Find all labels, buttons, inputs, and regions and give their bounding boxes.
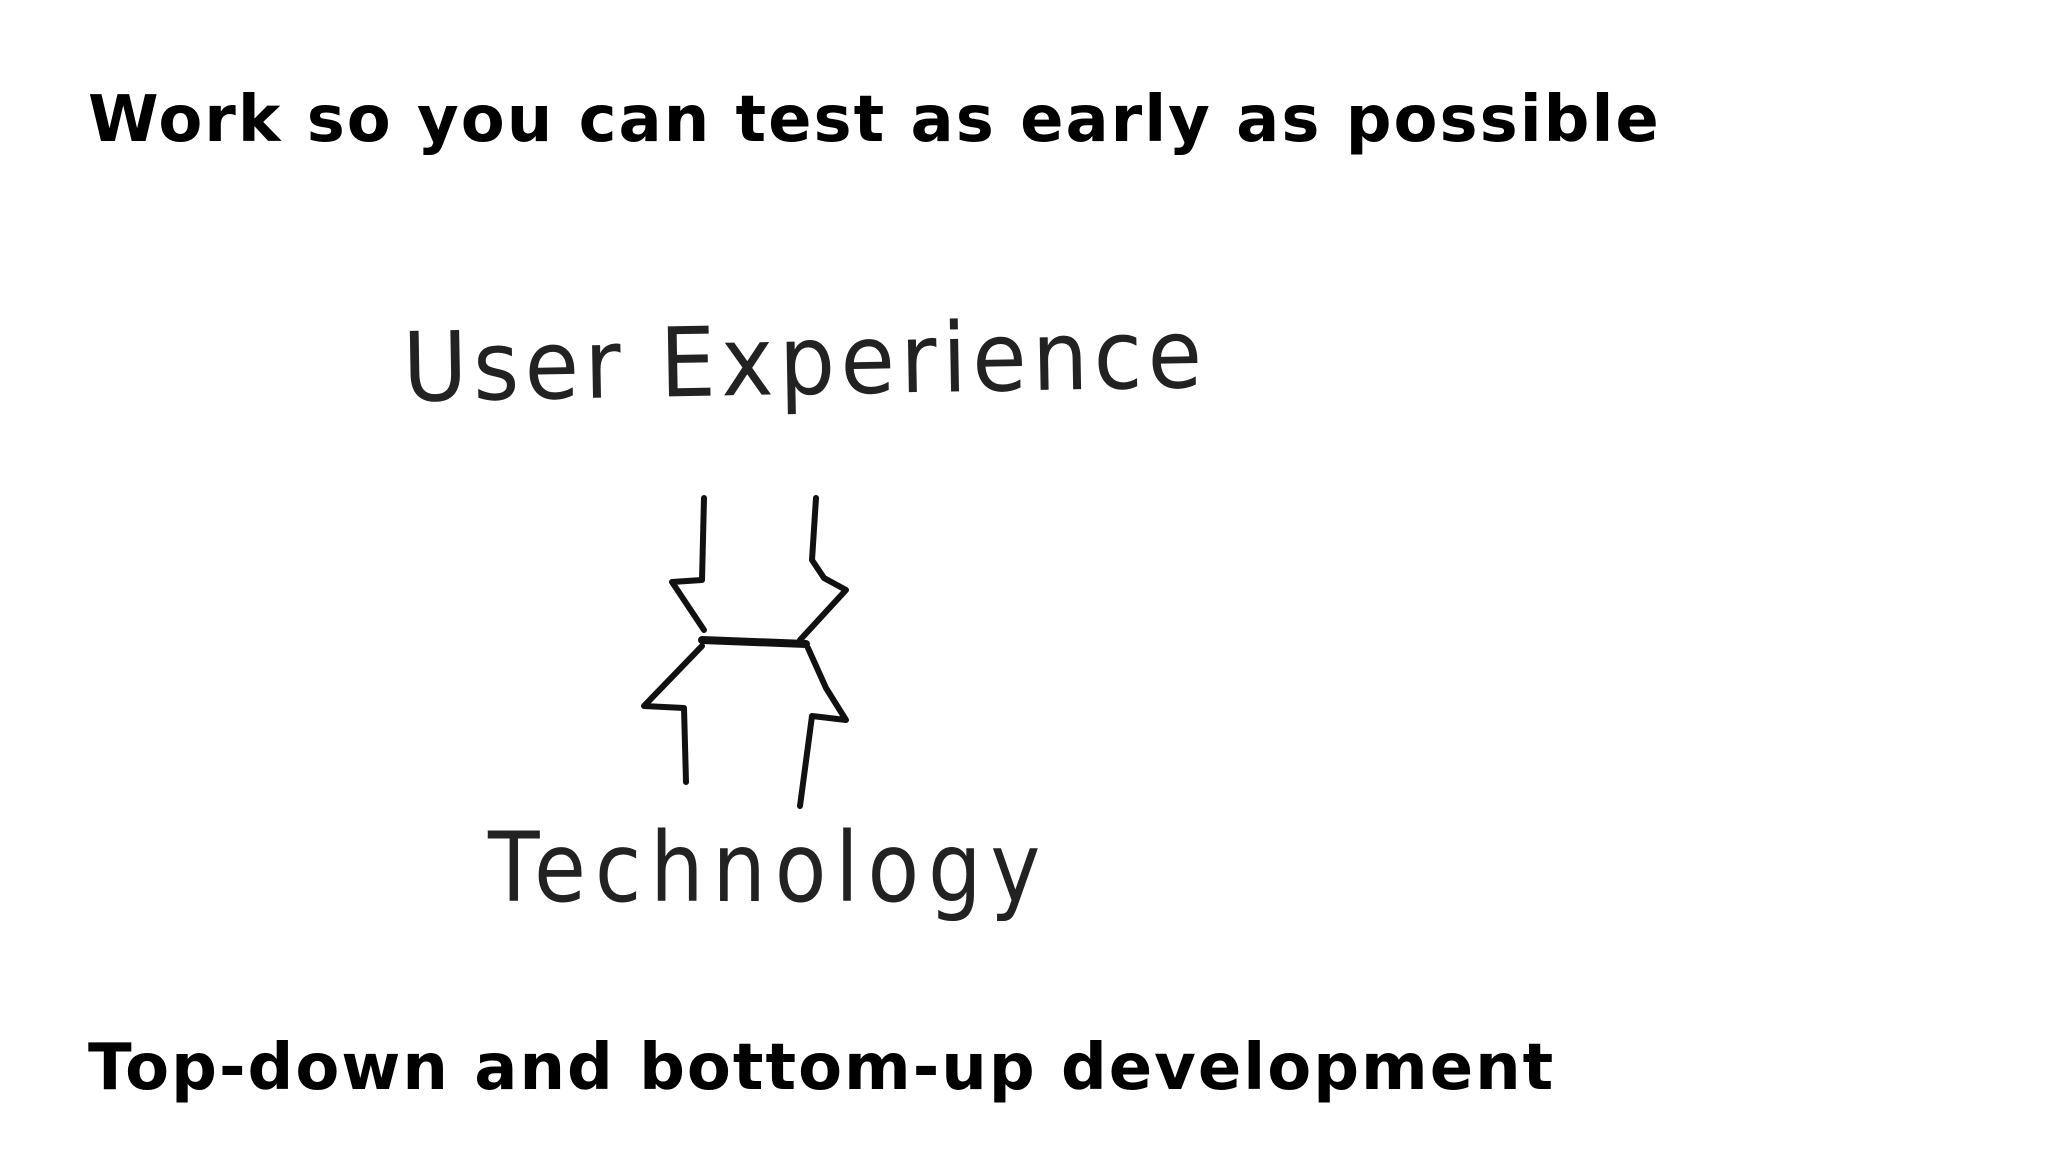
down-arrow-right (797, 495, 849, 643)
slide-title: Work so you can test as early as possibl… (88, 83, 1661, 157)
up-arrow-right (797, 645, 849, 809)
down-arrow-left (669, 495, 707, 633)
up-arrow-left (641, 643, 705, 785)
slide-subtitle: Top-down and bottom-up development (88, 1031, 1556, 1105)
technology-label: Technology (488, 812, 1050, 924)
user-experience-label: User Experience (401, 297, 1209, 424)
meeting-line (698, 636, 810, 648)
